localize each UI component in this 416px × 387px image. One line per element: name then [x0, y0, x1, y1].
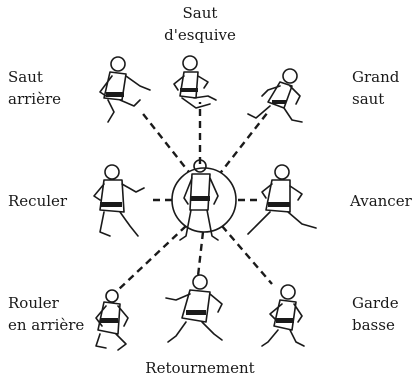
label-line: Garde	[352, 294, 399, 312]
connector-top-right	[217, 111, 269, 177]
label-line: Retournement	[145, 359, 255, 377]
low-guard-figure	[261, 284, 305, 347]
roll-back-figure	[95, 289, 129, 351]
connector-bottom-left	[117, 225, 187, 291]
label-line: Avancer	[350, 192, 412, 210]
label-move-back: Reculer	[8, 190, 67, 212]
label-line: Rouler	[8, 294, 59, 312]
label-low-guard: Garde basse	[352, 292, 399, 336]
center-stance-figure	[171, 159, 237, 241]
connector-bottom-right	[221, 225, 273, 285]
label-line: en arrière	[8, 316, 85, 334]
connector-bottom	[196, 231, 205, 277]
back-jump-figure	[99, 56, 151, 123]
label-turn-around: Retournement	[120, 357, 280, 379]
label-line: Saut	[182, 4, 218, 22]
label-line: Reculer	[8, 192, 68, 210]
label-back-jump: Saut arrière	[8, 66, 61, 110]
move-back-figure	[93, 164, 145, 237]
dodge-jump-figure	[173, 55, 217, 109]
label-move-forward: Avancer	[350, 190, 412, 212]
label-line: Grand	[352, 68, 400, 86]
label-roll-back: Rouler en arrière	[8, 292, 84, 336]
connector-top-left	[139, 109, 193, 177]
label-line: saut	[352, 90, 385, 108]
big-jump-figure	[247, 68, 303, 123]
label-line: Saut	[8, 68, 43, 86]
label-line: arrière	[8, 90, 62, 108]
turn-around-figure	[165, 274, 223, 343]
label-line: d'esquive	[164, 26, 236, 44]
label-big-jump: Grand saut	[352, 66, 399, 110]
connector-lines	[117, 102, 273, 291]
move-forward-figure	[247, 164, 317, 235]
label-dodge-jump: Saut d'esquive	[150, 2, 250, 46]
label-line: basse	[352, 316, 395, 334]
